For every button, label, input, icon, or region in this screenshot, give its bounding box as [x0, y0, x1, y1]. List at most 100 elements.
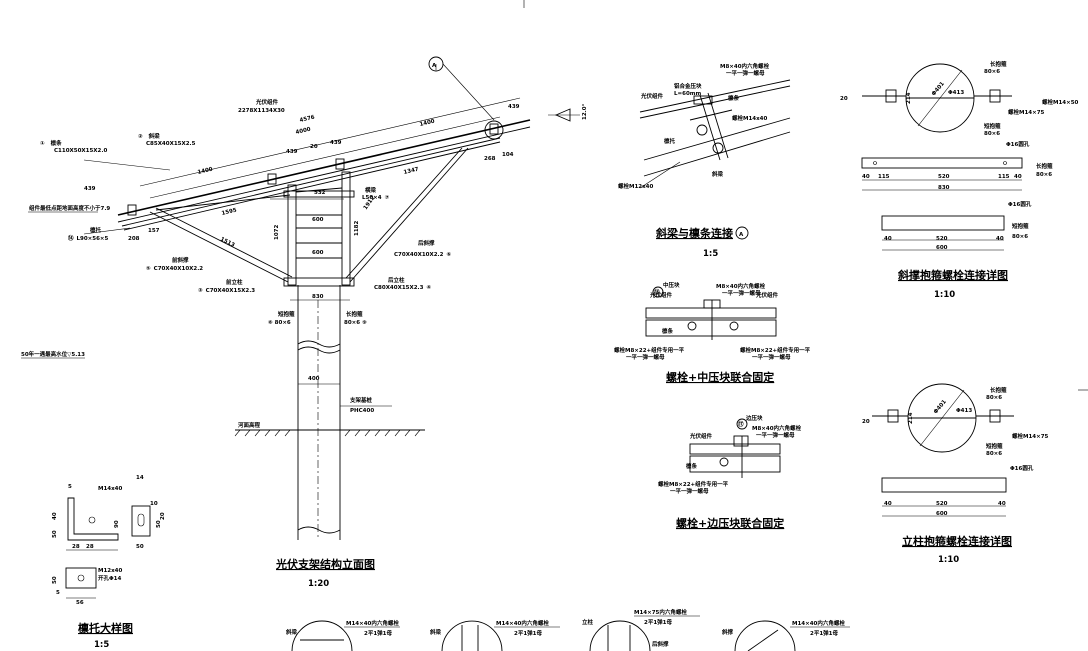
mid-clamp-detail: ⑱ 中压块 M8×40内六角螺栓 一平一弹一螺母 光伏组件 光伏组件 檩条 螺栓… [614, 281, 811, 384]
svg-text:檩托: 檩托 [664, 137, 676, 145]
svg-text:600: 600 [936, 245, 948, 251]
svg-text:80×6: 80×6 [1036, 172, 1052, 178]
svg-text:1513: 1513 [219, 236, 236, 248]
svg-text:L=60mm: L=60mm [674, 91, 701, 97]
svg-text:支架基桩: 支架基桩 [349, 396, 373, 404]
svg-text:长抱箍: 长抱箍 [990, 60, 1007, 68]
panel-label: 光伏组件 [255, 98, 279, 106]
svg-text:600: 600 [936, 511, 948, 517]
svg-text:50年一遇最高水位▽5.13: 50年一遇最高水位▽5.13 [21, 350, 85, 358]
svg-text:20: 20 [862, 419, 870, 425]
svg-text:M14×40内六角螺栓: M14×40内六角螺栓 [792, 619, 845, 627]
svg-text:螺栓M14x40: 螺栓M14x40 [732, 114, 768, 122]
svg-text:268: 268 [484, 156, 496, 162]
svg-text:80×6: 80×6 [984, 69, 1000, 75]
svg-text:50: 50 [156, 520, 162, 528]
svg-text:河面高程: 河面高程 [238, 421, 261, 429]
svg-text:立柱抱箍螺栓连接详图: 立柱抱箍螺栓连接详图 [902, 534, 1012, 548]
svg-text:螺栓M14×75: 螺栓M14×75 [1012, 432, 1049, 440]
svg-text:一平一弹一螺母: 一平一弹一螺母 [752, 353, 791, 361]
svg-text:20: 20 [160, 512, 166, 520]
svg-text:520: 520 [936, 236, 948, 242]
svg-text:1182: 1182 [354, 221, 360, 236]
svg-text:M8×40内六角螺栓: M8×40内六角螺栓 [752, 424, 802, 432]
svg-text:1400: 1400 [197, 167, 213, 176]
svg-text:M12x40: M12x40 [98, 568, 123, 574]
svg-text:光伏组件: 光伏组件 [755, 291, 779, 299]
svg-text:830: 830 [938, 185, 950, 191]
svg-text:12.0°: 12.0° [582, 103, 588, 120]
svg-text:80×6: 80×6 [986, 451, 1002, 457]
svg-text:立柱: 立柱 [582, 618, 594, 626]
svg-text:螺栓M14×75: 螺栓M14×75 [1008, 108, 1045, 116]
svg-text:Φ413: Φ413 [956, 408, 972, 414]
svg-text:M8×40内六角螺栓: M8×40内六角螺栓 [716, 282, 766, 290]
svg-text:螺栓M8×22+组件专用一平: 螺栓M8×22+组件专用一平 [740, 346, 811, 354]
svg-text:短抱箍: 短抱箍 [984, 122, 1001, 130]
svg-text:439: 439 [286, 149, 298, 155]
svg-text:长抱箍: 长抱箍 [990, 386, 1007, 394]
svg-text:②斜梁: ②斜梁 [138, 132, 160, 140]
svg-text:14: 14 [136, 475, 144, 481]
svg-text:光伏组件: 光伏组件 [640, 92, 664, 100]
svg-text:檩条: 檩条 [686, 462, 698, 470]
svg-text:前立柱: 前立柱 [226, 278, 243, 286]
svg-text:5: 5 [68, 484, 72, 490]
svg-text:4000: 4000 [295, 127, 311, 136]
svg-text:螺栓+边压块联合固定: 螺栓+边压块联合固定 [676, 516, 784, 530]
svg-text:1:10: 1:10 [934, 290, 955, 300]
svg-text:115: 115 [878, 174, 890, 180]
svg-text:檩条: 檩条 [728, 94, 740, 102]
svg-text:50: 50 [52, 576, 58, 584]
svg-text:⑧80×6: ⑧80×6 [268, 320, 291, 326]
svg-text:532: 532 [314, 190, 326, 196]
svg-text:M14×75内六角螺栓: M14×75内六角螺栓 [634, 608, 687, 616]
svg-text:M8×40内六角螺栓: M8×40内六角螺栓 [720, 62, 770, 70]
svg-text:Φ413: Φ413 [948, 90, 964, 96]
svg-text:一平一弹一螺母: 一平一弹一螺母 [726, 69, 765, 77]
svg-text:斜撑: 斜撑 [721, 628, 734, 636]
svg-text:80×6: 80×6 [986, 395, 1002, 401]
svg-text:115: 115 [998, 174, 1010, 180]
svg-text:2平1弹1母: 2平1弹1母 [644, 618, 672, 626]
edge-clamp-detail: ⑰ 边压块 M8×40内六角螺栓 一平一弹一螺母 光伏组件 檩条 螺栓M8×22… [658, 414, 802, 530]
svg-text:螺栓M8×22+组件专用一平: 螺栓M8×22+组件专用一平 [658, 480, 729, 488]
svg-text:50: 50 [136, 544, 144, 550]
svg-text:1595: 1595 [221, 208, 237, 217]
svg-text:A: A [739, 232, 744, 238]
svg-text:M14×40内六角螺栓: M14×40内六角螺栓 [346, 619, 399, 627]
svg-text:1:10: 1:10 [938, 555, 959, 565]
svg-text:一平一弹一螺母: 一平一弹一螺母 [756, 431, 795, 439]
svg-text:208: 208 [128, 236, 140, 242]
svg-text:铝合金压块: 铝合金压块 [674, 82, 702, 90]
svg-text:Φ16圆孔: Φ16圆孔 [1006, 140, 1030, 148]
svg-text:40: 40 [862, 174, 870, 180]
svg-text:光伏组件: 光伏组件 [689, 432, 713, 440]
svg-text:439: 439 [84, 186, 96, 192]
svg-text:M14×40内六角螺栓: M14×40内六角螺栓 [496, 619, 549, 627]
svg-text:439: 439 [330, 140, 342, 146]
svg-text:一平一弹一螺母: 一平一弹一螺母 [670, 487, 709, 495]
svg-text:80×6: 80×6 [1012, 234, 1028, 240]
svg-text:斜梁: 斜梁 [429, 628, 442, 636]
svg-text:10: 10 [150, 501, 158, 507]
column-clamp-detail: Φ401 Φ413 长抱箍 80×6 短抱箍 80×6 螺栓M14×75 20 … [862, 383, 1049, 565]
svg-text:螺栓+中压块联合固定: 螺栓+中压块联合固定 [666, 370, 774, 384]
svg-text:螺栓M14×50: 螺栓M14×50 [1042, 98, 1079, 106]
svg-text:5: 5 [56, 590, 60, 596]
svg-text:短抱箍: 短抱箍 [1012, 222, 1029, 230]
svg-text:56: 56 [76, 600, 84, 606]
svg-text:1:5: 1:5 [94, 640, 109, 650]
detail-a: M8×40内六角螺栓 一平一弹一螺母 铝合金压块 L=60mm 光伏组件 檩条 … [618, 62, 791, 259]
svg-text:C70X40X10X2.2⑥: C70X40X10X2.2⑥ [394, 252, 451, 258]
svg-text:214: 214 [908, 412, 914, 424]
svg-text:80×6⑨: 80×6⑨ [344, 320, 367, 326]
svg-text:28: 28 [72, 544, 80, 550]
svg-text:600: 600 [312, 250, 324, 256]
svg-text:后立柱: 后立柱 [388, 276, 405, 284]
label-1: ① [40, 141, 45, 147]
